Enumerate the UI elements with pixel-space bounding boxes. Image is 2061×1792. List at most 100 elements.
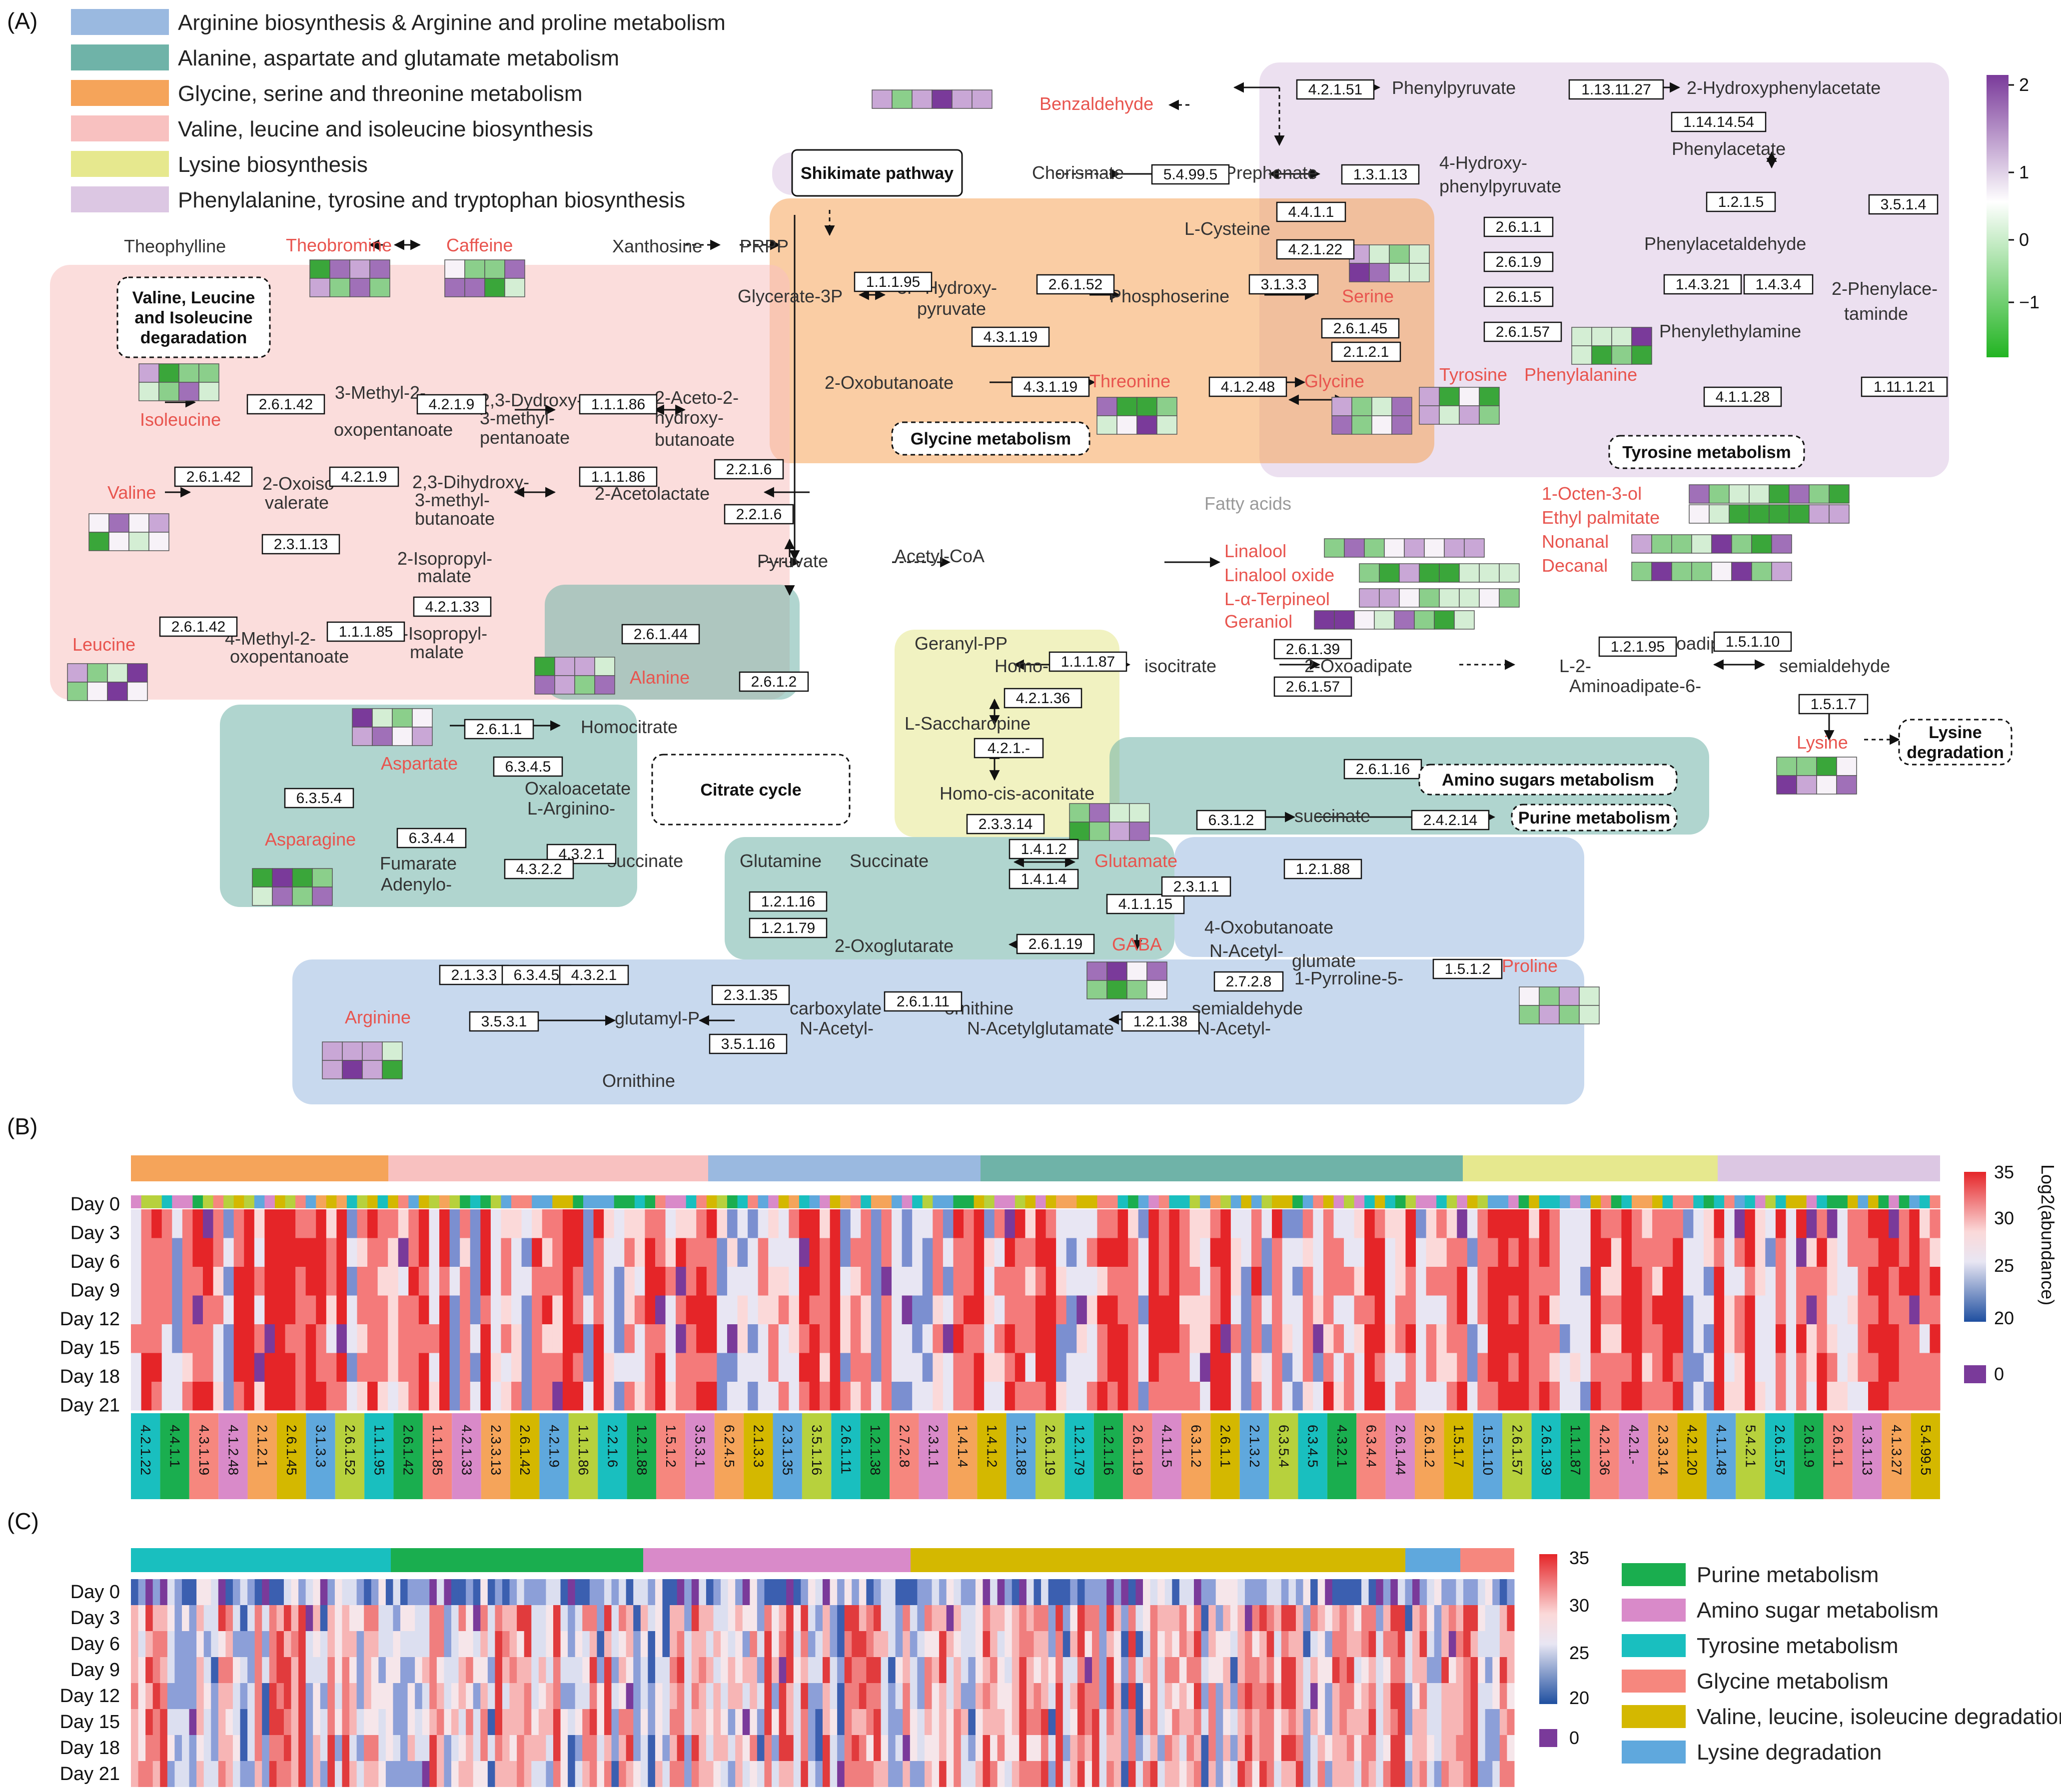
panel-b-cell	[696, 1324, 707, 1353]
panel-c-cell	[1317, 1631, 1325, 1657]
mini-heat-cell	[1571, 345, 1592, 365]
panel-b-cell	[994, 1209, 1005, 1238]
panel-b-cell	[1015, 1267, 1026, 1296]
panel-b-cell	[316, 1382, 327, 1411]
panel-b-cell	[696, 1267, 707, 1296]
panel-b-cell	[1097, 1238, 1108, 1267]
panel-b-cell	[717, 1295, 728, 1324]
panel-b-cell	[388, 1353, 399, 1382]
panel-b-cell	[542, 1353, 553, 1382]
panel-b-cell	[1919, 1238, 1930, 1267]
panel-c-cell	[553, 1709, 561, 1735]
panel-b-cell	[1035, 1382, 1046, 1411]
panel-c-cell	[444, 1761, 452, 1787]
panel-b-cell	[398, 1238, 409, 1267]
panel-c-cell	[1266, 1761, 1274, 1787]
panel-b-cell	[1261, 1267, 1272, 1296]
mini-heat-cell	[382, 1060, 403, 1079]
panel-b-cell	[871, 1295, 882, 1324]
panel-c-cell	[1092, 1761, 1100, 1787]
panel-c-cell	[837, 1631, 845, 1657]
mini-heat-cell	[309, 278, 330, 297]
panel-c-cell	[1463, 1605, 1471, 1631]
panel-c-cell	[152, 1605, 160, 1631]
panel-b-cell	[1344, 1353, 1355, 1382]
panel-c-cell	[174, 1657, 182, 1683]
panel-c-cell	[1033, 1657, 1041, 1683]
ec-label-4-2-1-33-34: 4.2.1.33	[425, 599, 479, 615]
panel-c-cell	[1317, 1683, 1325, 1709]
mini-heatmap-isoleucine	[138, 363, 219, 401]
panel-b-cell	[943, 1353, 954, 1382]
amino-sugars-metabolism-box	[1418, 764, 1678, 796]
panel-c-cell	[713, 1579, 721, 1605]
panel-b-cell	[1066, 1295, 1077, 1324]
panel-c-cell	[1368, 1579, 1376, 1605]
panel-c-cell	[211, 1709, 219, 1735]
ec-label-2-6-1-5-7: 2.6.1.5	[1496, 289, 1542, 305]
legend-label-arginine-biosynthesis-arginine-and-proline-metabolism: Arginine biosynthesis & Arginine and pro…	[178, 10, 726, 35]
panel-b-cell	[1796, 1267, 1807, 1296]
panel-b-ec-cell-23	[802, 1413, 832, 1499]
panel-c-cell	[393, 1657, 401, 1683]
panel-b-cell	[1847, 1353, 1858, 1382]
panel-b-category-cell	[1765, 1195, 1776, 1208]
panel-b-cell	[737, 1324, 748, 1353]
panel-b-cell	[1251, 1209, 1262, 1238]
panel-c-cell	[283, 1735, 292, 1761]
panel-c-cell	[1019, 1709, 1027, 1735]
panel-c-cell	[1303, 1631, 1311, 1657]
panel-c-cell	[145, 1579, 153, 1605]
panel-b-category-cell	[1734, 1195, 1745, 1208]
panel-b-category-cell	[1272, 1195, 1283, 1208]
mini-heat-cell	[1771, 534, 1792, 554]
panel-c-cell	[487, 1579, 495, 1605]
panel-b-cell	[1714, 1324, 1725, 1353]
panel-c-cell	[1041, 1657, 1049, 1683]
panel-c-cell	[713, 1735, 721, 1761]
panel-b-cell	[131, 1295, 142, 1324]
mini-heat-cell	[1631, 562, 1652, 581]
panel-c-cell	[742, 1735, 750, 1761]
mini-heat-cell	[1434, 610, 1455, 630]
panel-c-cell	[1346, 1761, 1354, 1787]
panel-c-cell	[1026, 1579, 1034, 1605]
panel-c-cell	[1150, 1631, 1158, 1657]
panel-c-cell	[1223, 1605, 1231, 1631]
panel-b-cell	[1858, 1382, 1869, 1411]
panel-c-cell	[750, 1579, 758, 1605]
panel-c-cell	[145, 1631, 153, 1657]
panel-b-cell	[418, 1238, 429, 1267]
mini-heat-cell	[1384, 538, 1405, 558]
ec-box-2-7-2-8-65	[1213, 971, 1284, 992]
panel-b-cell	[439, 1238, 450, 1267]
panel-c-cell	[706, 1709, 714, 1735]
mini-heat-cell	[67, 663, 88, 683]
panel-c-cell	[1310, 1761, 1318, 1787]
ec-label-1-14-14-54-2: 1.14.14.54	[1683, 114, 1754, 130]
panel-c-cell	[466, 1657, 474, 1683]
panel-c-cell	[131, 1631, 139, 1657]
panel-b-cell	[1488, 1324, 1499, 1353]
panel-c-cell	[181, 1761, 190, 1787]
panel-b-cell	[799, 1238, 810, 1267]
panel-b-ec-cell-4	[247, 1413, 277, 1499]
panel-c-cell	[611, 1605, 619, 1631]
glycine-serine-region	[770, 198, 1434, 463]
ec-box-2-2-1-6-31	[714, 459, 784, 480]
panel-c-cell	[1288, 1709, 1296, 1735]
panel-c-cell	[575, 1683, 583, 1709]
panel-c-cell	[371, 1605, 379, 1631]
panel-c-cell	[422, 1683, 430, 1709]
panel-b-cell	[511, 1324, 522, 1353]
panel-b-cell	[1241, 1295, 1252, 1324]
panel-c-cell	[1427, 1761, 1435, 1787]
panel-b-cell	[182, 1353, 193, 1382]
panel-b-cell	[1724, 1382, 1735, 1411]
panel-c-cell	[1259, 1735, 1267, 1761]
panel-c-cell	[181, 1605, 190, 1631]
ec-label-4-1-1-15-61: 4.1.1.15	[1118, 896, 1172, 912]
panel-b-cell	[511, 1238, 522, 1267]
metabolite-gaba: GABA	[1112, 934, 1162, 954]
ec-box-4-1-1-28-13	[1703, 386, 1782, 407]
